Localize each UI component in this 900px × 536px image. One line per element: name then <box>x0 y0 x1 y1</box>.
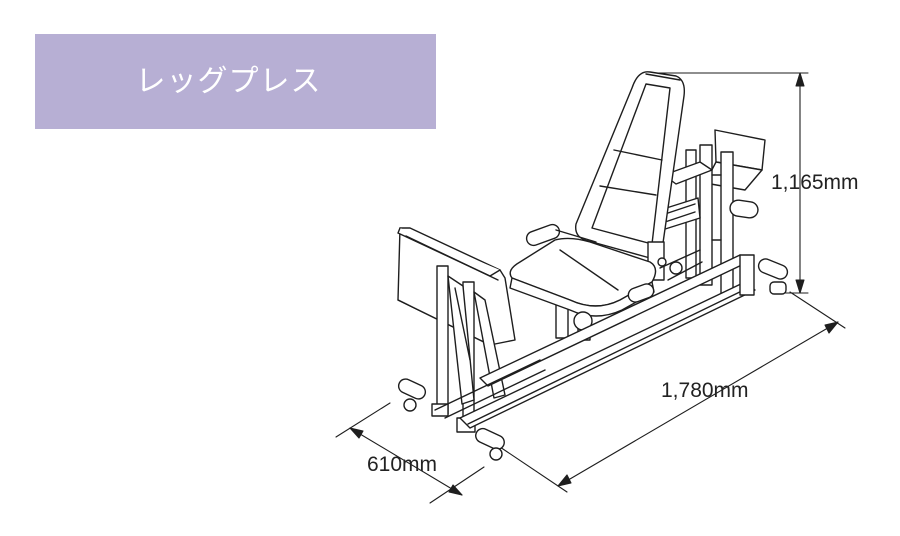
rear-handle <box>729 199 759 219</box>
seat-handles <box>525 223 655 331</box>
width-dimension-label: 610mm <box>367 453 438 476</box>
height-dimension-label: 1,165mm <box>771 171 859 194</box>
title-banner: レッグプレス <box>35 34 436 129</box>
length-dimension-label: 1,780mm <box>661 379 749 402</box>
rear-frame <box>659 129 766 295</box>
dimension-lines <box>335 72 846 504</box>
base-rails <box>434 254 756 429</box>
casters <box>397 258 789 461</box>
seat-backrest <box>575 71 686 259</box>
page-title: レッグプレス <box>135 63 322 99</box>
linkage <box>657 249 703 281</box>
leg-press-machine <box>397 71 789 461</box>
